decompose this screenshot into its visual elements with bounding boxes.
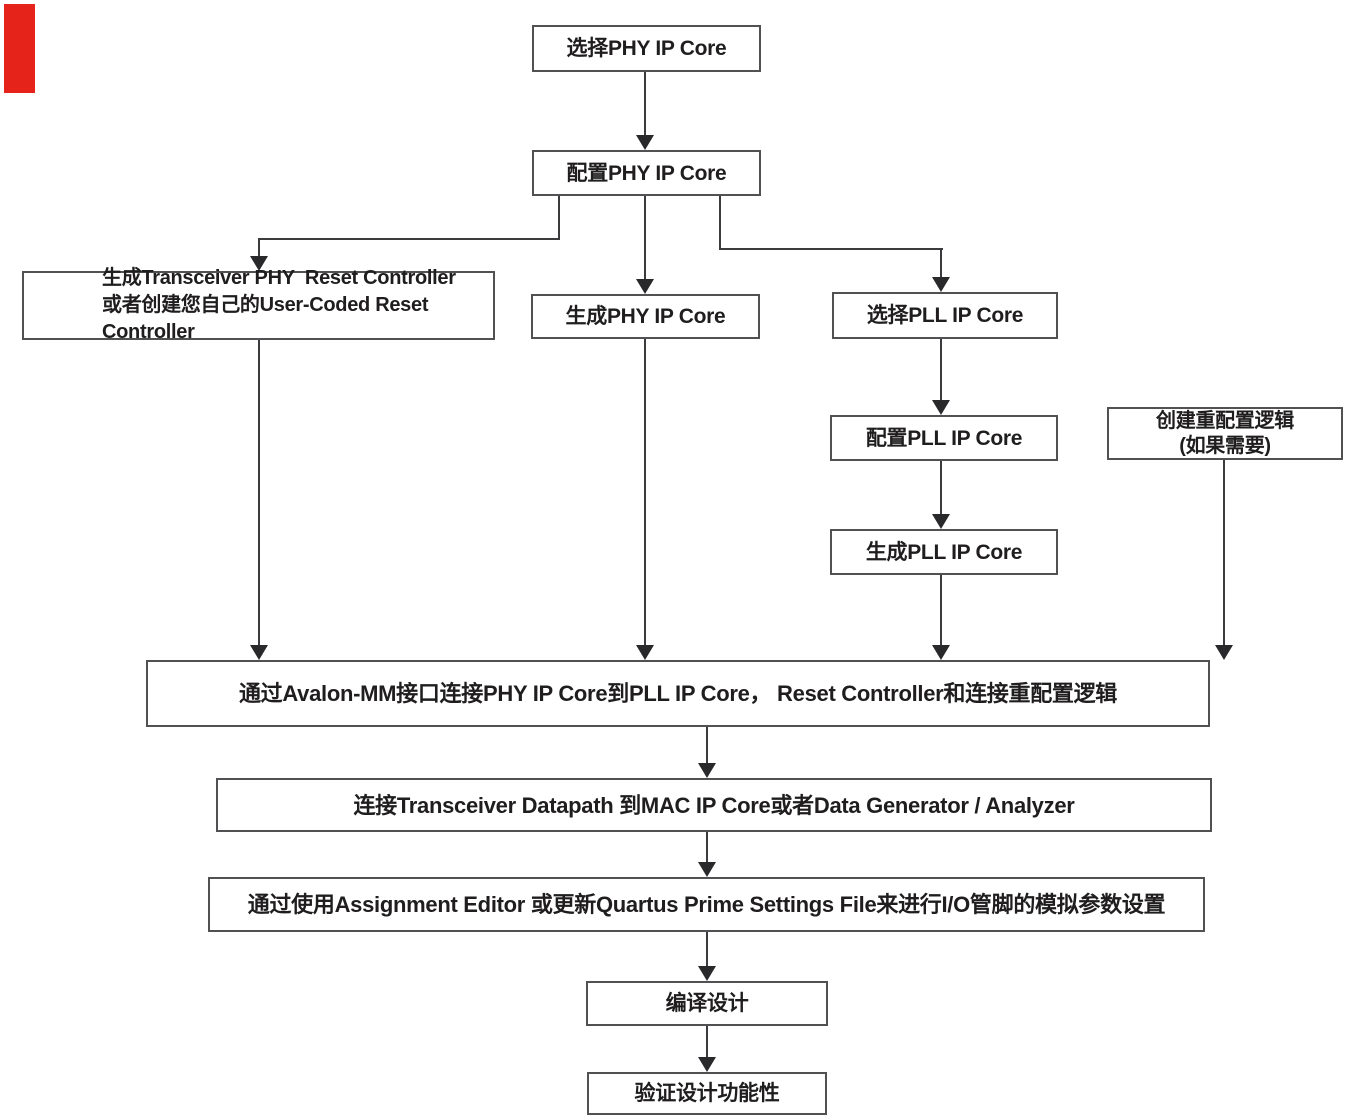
arrowhead-down-icon xyxy=(932,514,950,529)
node-generate-reset-controller: 生成Transceiver PHY Reset Controller 或者创建您… xyxy=(22,267,495,343)
arrowhead-down-icon xyxy=(698,966,716,981)
connector-line xyxy=(706,1026,708,1058)
node-label: 验证设计功能性 xyxy=(634,1082,780,1105)
node-label-line1: 创建重配置逻辑 xyxy=(1156,409,1294,432)
arrowhead-down-icon xyxy=(250,256,268,271)
connector-line xyxy=(940,250,942,278)
node-label-line2: (如果需要) xyxy=(1179,434,1271,457)
connector-line xyxy=(258,238,560,240)
node-label: 配置PLL IP Core xyxy=(865,426,1023,450)
connector-line xyxy=(706,932,708,967)
connector-line xyxy=(706,832,708,863)
arrowhead-down-icon xyxy=(698,1057,716,1072)
node-label: 通过使用Assignment Editor 或更新Quartus Prime S… xyxy=(247,892,1166,917)
node-label-line2: 或者创建您自己的User-Coded Reset Controller xyxy=(102,294,434,343)
node-connect-avalon-mm: 通过Avalon-MM接口连接PHY IP Core到PLL IP Core， … xyxy=(146,660,1210,727)
connector-line xyxy=(644,339,646,646)
arrowhead-down-icon xyxy=(250,645,268,660)
arrowhead-down-icon xyxy=(636,279,654,294)
node-assignment-editor-settings: 通过使用Assignment Editor 或更新Quartus Prime S… xyxy=(208,877,1205,932)
node-configure-pll-ip-core: 配置PLL IP Core xyxy=(830,415,1058,461)
node-label: 生成PLL IP Core xyxy=(865,540,1023,564)
connector-line xyxy=(644,72,646,136)
node-connect-transceiver-datapath: 连接Transceiver Datapath 到MAC IP Core或者Dat… xyxy=(216,778,1212,832)
node-label: 选择PLL IP Core xyxy=(866,304,1024,327)
node-label: 生成PHY IP Core xyxy=(565,305,726,328)
connector-line xyxy=(940,339,942,401)
arrowhead-down-icon xyxy=(1215,645,1233,660)
arrowhead-down-icon xyxy=(636,135,654,150)
node-label: 编译设计 xyxy=(665,992,749,1015)
connector-line xyxy=(719,248,943,250)
arrowhead-down-icon xyxy=(698,862,716,877)
connector-line xyxy=(644,196,646,280)
connector-line xyxy=(940,461,942,515)
node-configure-phy-ip-core: 配置PHY IP Core xyxy=(532,150,761,196)
node-select-phy-ip-core: 选择PHY IP Core xyxy=(532,25,761,72)
node-create-reconfig-logic: 创建重配置逻辑 (如果需要) xyxy=(1107,407,1343,460)
arrowhead-down-icon xyxy=(698,763,716,778)
arrowhead-down-icon xyxy=(932,277,950,292)
arrowhead-down-icon xyxy=(636,645,654,660)
connector-line xyxy=(258,340,260,646)
red-corner-marker xyxy=(4,4,35,93)
connector-line xyxy=(940,575,942,646)
connector-line xyxy=(706,727,708,764)
arrowhead-down-icon xyxy=(932,645,950,660)
node-label-line1: 生成Transceiver PHY Reset Controller xyxy=(102,267,456,289)
connector-line xyxy=(1223,460,1225,646)
node-generate-phy-ip-core: 生成PHY IP Core xyxy=(531,294,760,339)
node-select-pll-ip-core: 选择PLL IP Core xyxy=(832,292,1058,339)
node-compile-design: 编译设计 xyxy=(586,981,828,1026)
node-label: 选择PHY IP Core xyxy=(566,37,727,60)
node-label: 配置PHY IP Core xyxy=(566,161,727,185)
node-generate-pll-ip-core: 生成PLL IP Core xyxy=(830,529,1058,575)
node-label: 通过Avalon-MM接口连接PHY IP Core到PLL IP Core， … xyxy=(238,681,1118,706)
connector-line xyxy=(258,240,260,258)
node-label: 连接Transceiver Datapath 到MAC IP Core或者Dat… xyxy=(353,792,1075,818)
connector-line xyxy=(719,196,721,250)
node-verify-design-functionality: 验证设计功能性 xyxy=(587,1072,827,1115)
arrowhead-down-icon xyxy=(932,400,950,415)
connector-line xyxy=(558,196,560,240)
